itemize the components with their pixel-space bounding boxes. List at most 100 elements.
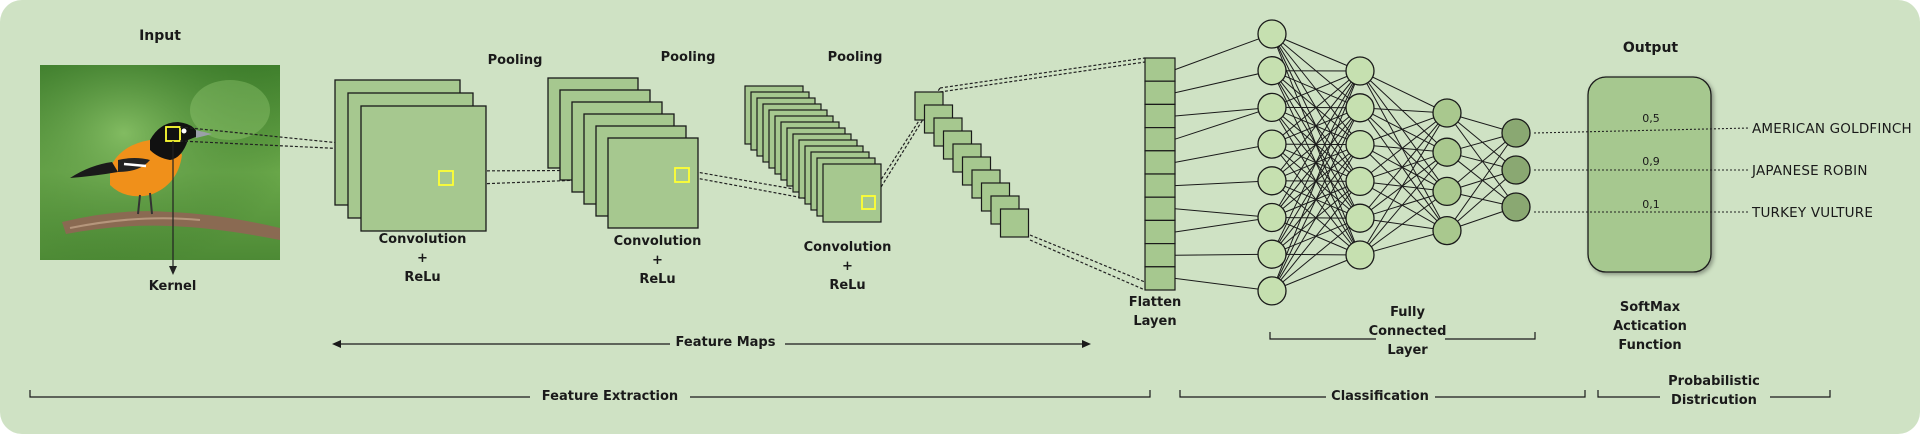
prob-value-1: 0,5	[1642, 112, 1660, 125]
feature-map-3	[822, 163, 882, 223]
neuron-connection	[1271, 181, 1361, 292]
neuron	[1257, 129, 1287, 159]
neuron	[1345, 93, 1375, 123]
neuron-connection	[1359, 144, 1448, 231]
neuron	[1432, 176, 1462, 207]
neuron-connection	[1359, 70, 1448, 231]
neuron-connection	[1359, 112, 1448, 182]
neuron	[1501, 192, 1531, 222]
flatten-connection	[1174, 106, 1273, 140]
pooled-maps	[914, 91, 1030, 238]
conv-label-2: Convolution	[613, 234, 702, 249]
flatten-connection	[1174, 33, 1273, 71]
neuron	[1345, 240, 1375, 270]
neuron-connection	[1271, 33, 1361, 72]
neuron-connection	[1359, 230, 1448, 256]
neuron	[1257, 166, 1287, 196]
neuron-connection	[1271, 70, 1361, 145]
neuron-connection	[1359, 112, 1448, 256]
neuron-connection	[1359, 107, 1448, 153]
neuron-connection	[1359, 70, 1448, 153]
neuron	[1345, 129, 1375, 160]
pooling-label-2: Pooling	[660, 50, 716, 65]
neuron	[1345, 203, 1375, 233]
flatten-cell	[1144, 126, 1176, 152]
flatten-connection	[1174, 217, 1273, 233]
conv-relu-label-3: Convolution + ReLu	[795, 238, 900, 295]
neuron-connection	[1359, 112, 1448, 219]
neuron-connection	[1359, 112, 1448, 146]
fc-label-line1: Fully	[1390, 305, 1425, 320]
neuron-connection	[1359, 107, 1448, 192]
neuron-connection	[1359, 190, 1448, 256]
flatten-cell	[1144, 196, 1176, 221]
neuron-connection	[1271, 70, 1361, 255]
conv-relu-label-2: Convolution + ReLu	[605, 232, 710, 289]
classification-label: Classification	[1331, 389, 1429, 404]
flatten-cell	[1144, 80, 1176, 105]
neuron-connection	[1359, 70, 1448, 192]
neuron	[1257, 202, 1287, 233]
class-label-1: AMERICAN GOLDFINCH	[1752, 121, 1912, 137]
fc-label-line3: Layer	[1387, 343, 1428, 358]
flatten-connection	[1174, 106, 1273, 117]
neuron	[1257, 276, 1287, 306]
neuron-connection	[1271, 107, 1361, 292]
kernel-box-3	[861, 195, 876, 210]
flatten-cell	[1144, 173, 1176, 198]
flatten-connection	[1174, 143, 1273, 163]
relu-label-3: ReLu	[829, 278, 866, 293]
feature-maps-label: Feature Maps	[675, 335, 776, 350]
flatten-label-line2: Layen	[1133, 314, 1177, 329]
neuron-connection	[1359, 190, 1448, 219]
output-label: Output	[1622, 40, 1679, 56]
flatten-connection	[1174, 277, 1273, 292]
feature-extraction-label: Feature Extraction	[541, 389, 679, 404]
neuron-connection	[1359, 151, 1448, 256]
conv-label-1: Convolution	[378, 232, 467, 247]
flatten-connection	[1174, 180, 1273, 187]
flatten-connection	[1174, 208, 1273, 218]
neuron	[1432, 98, 1462, 128]
neuron	[1345, 56, 1375, 86]
softmax-label: SoftMax Actication Function	[1605, 298, 1695, 355]
fc-label-line2: Connected	[1368, 324, 1447, 339]
neuron	[1257, 92, 1287, 123]
conv-label-3: Convolution	[803, 240, 892, 255]
plus-label-1: +	[417, 251, 428, 266]
neuron-connection	[1446, 151, 1517, 208]
neuron-connection	[1446, 169, 1517, 231]
probabilistic-label: Probabilistic Districution	[1658, 372, 1770, 410]
relu-label-1: ReLu	[404, 270, 441, 285]
flatten-cell	[1144, 150, 1176, 175]
neuron	[1432, 215, 1462, 246]
input-label: Input	[139, 28, 181, 44]
flatten-cell	[1144, 57, 1176, 82]
flatten-connection	[1174, 70, 1273, 94]
feature-maps-conv3	[744, 85, 882, 223]
neuron-connection	[1359, 180, 1448, 232]
neuron	[1257, 239, 1287, 269]
pooling-label-3: Pooling	[827, 50, 883, 65]
prob-label-line1: Probabilistic	[1668, 374, 1760, 389]
input-image	[40, 65, 280, 260]
neuron-connection	[1359, 151, 1448, 219]
neuron-connection	[1446, 112, 1517, 208]
softmax-label-line1: SoftMax	[1619, 300, 1681, 315]
neuron	[1501, 155, 1531, 185]
class-label-3: TURKEY VULTURE	[1752, 205, 1874, 221]
flatten-cell	[1144, 243, 1176, 268]
pooling-label-1: Pooling	[487, 53, 543, 68]
plus-label-2: +	[652, 253, 663, 268]
flatten-cell	[1144, 266, 1176, 291]
neuron-connection	[1271, 70, 1361, 292]
neuron-connection	[1359, 70, 1448, 114]
neuron-connection	[1446, 132, 1517, 192]
feature-maps-conv2	[547, 77, 699, 229]
output-dotted-lines	[1533, 127, 1751, 213]
neuron	[1345, 166, 1375, 197]
brackets	[29, 332, 1831, 398]
class-label-2: JAPANESE ROBIN	[1752, 163, 1868, 179]
flatten-label-line1: Flatten	[1128, 295, 1182, 310]
